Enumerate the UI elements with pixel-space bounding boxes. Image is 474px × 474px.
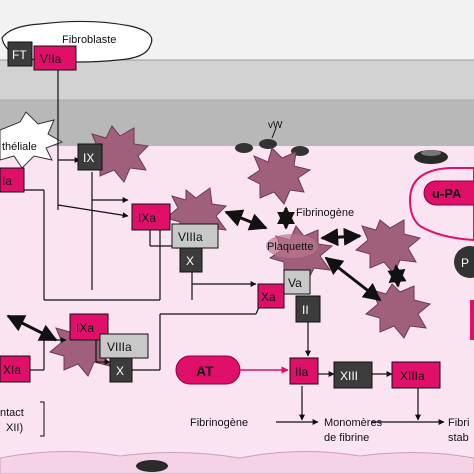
factor-viia-box	[33, 45, 77, 71]
factor-ft-box	[7, 41, 33, 67]
platelet-link	[224, 209, 268, 231]
at-label: AT	[196, 363, 214, 379]
platelet-link	[6, 314, 58, 342]
vw-dot	[259, 139, 277, 149]
plaquette-label: Plaquette	[267, 241, 313, 253]
factor-x-top-box	[179, 247, 203, 273]
monomeres-label-1: Monomères	[324, 417, 383, 429]
factor-xiii-box	[333, 361, 373, 389]
bottom-nucleus	[136, 460, 168, 472]
factor-ft: FT	[12, 48, 27, 62]
factor-va: Va	[288, 276, 302, 290]
endothelial-band	[0, 100, 474, 146]
factor-viiia-low-box	[99, 333, 149, 359]
factor-x-low: X	[116, 364, 124, 378]
bottom-wall	[0, 450, 474, 474]
vw-label: vW	[268, 120, 283, 131]
upa-badge	[423, 180, 474, 206]
endothelial-cell	[0, 111, 64, 169]
factor-va-box	[283, 269, 311, 295]
factor-xa: Xa	[261, 290, 276, 304]
vw-dot	[235, 143, 253, 153]
factor-xia-low-box	[0, 355, 31, 383]
factor-viiia-top-box	[171, 223, 219, 249]
factor-viia: VIIa	[40, 52, 62, 66]
platelet-link	[320, 227, 362, 247]
contact-label-2: XII)	[6, 422, 23, 434]
fibrinogene-bottom-label: Fibrinogène	[190, 417, 248, 429]
factor-viiia-top: VIIIa	[178, 230, 203, 244]
factor-viiia-low: VIIIa	[107, 340, 132, 354]
factor-x-top: X	[186, 254, 194, 268]
factor-x-low-box	[109, 357, 133, 383]
factor-xiiia: XIIIa	[400, 369, 425, 383]
factor-ix: IX	[83, 151, 94, 165]
endothelial-label: théliale	[2, 141, 37, 153]
p-label: P	[461, 256, 469, 270]
factor-xiiia-box	[391, 361, 441, 389]
factor-ixa-top: IXa	[138, 211, 156, 225]
monomeres-label-2: de fibrine	[324, 432, 369, 444]
fibrinogene-top-label: Fibrinogène	[296, 207, 354, 219]
factor-xia-low: XIa	[3, 363, 21, 377]
factor-ix-box	[77, 143, 103, 171]
factor-xiii: XIII	[340, 369, 358, 383]
factor-ixa-top-box	[131, 203, 171, 231]
factor-ixa-low: IXa	[76, 321, 94, 335]
upa-label: u-PA	[432, 186, 462, 201]
platelet-shape	[247, 147, 312, 205]
fibroblast-label: Fibroblaste	[62, 34, 116, 46]
platelet-link	[387, 264, 407, 288]
factor-ii: II	[302, 303, 309, 317]
factor-iia-box	[289, 357, 319, 385]
factor-xa-box	[257, 283, 285, 309]
fibrine-label-2: stab	[448, 432, 469, 444]
factor-xia-top: Ia	[2, 174, 12, 188]
contact-label-1: ntact	[0, 407, 24, 419]
factor-iia: IIa	[295, 365, 309, 379]
factor-xia-top-box	[0, 167, 25, 193]
p-circle	[454, 246, 474, 278]
factor-ii-box	[295, 295, 321, 323]
platelet-link	[324, 256, 382, 302]
fibrine-label-1: Fibri	[448, 417, 469, 429]
subendothelial-band	[0, 60, 474, 100]
